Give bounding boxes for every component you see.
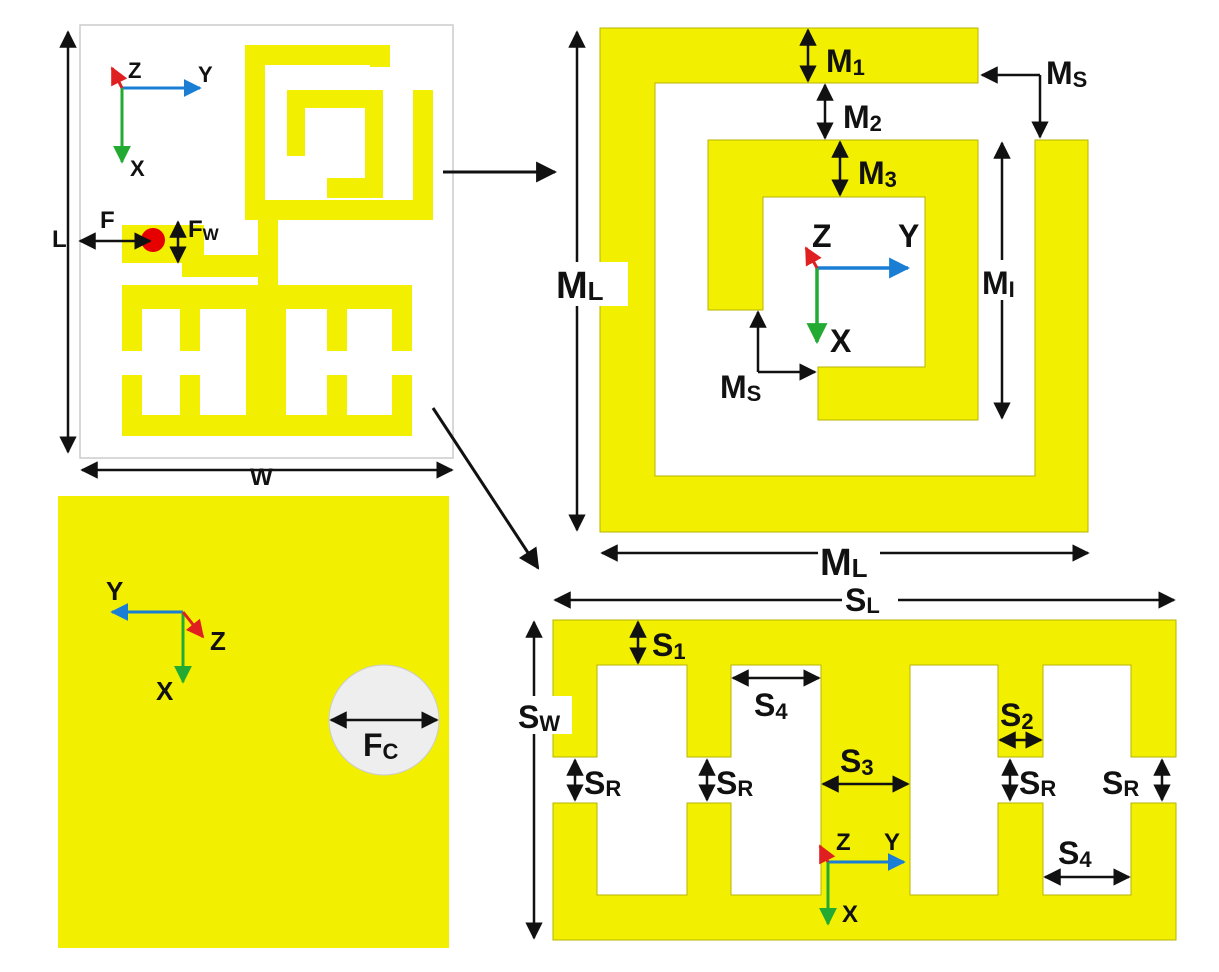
back-axis-y-label: Y	[106, 576, 123, 606]
meander-detail: Z Y X M1 M2 M3 MS MS ML ML MI	[556, 27, 1090, 584]
back-axes: Y Z X	[106, 576, 226, 706]
resonator-axis-x-label: X	[842, 901, 858, 928]
dim-sw-label: SW	[518, 699, 560, 736]
dim-s2-label: S2	[1000, 697, 1034, 734]
dim-sl-label-bg	[842, 582, 898, 614]
dim-ms-top-label: MS	[1046, 55, 1087, 92]
dim-l-label: L	[52, 226, 67, 253]
front-axis-y-label: Y	[198, 62, 213, 87]
meander-axis-z-label: Z	[812, 218, 832, 254]
front-view: Z Y X L W F FW	[52, 24, 454, 491]
front-axes: Z Y X	[110, 58, 213, 181]
dim-sr-2-label: SR	[716, 765, 753, 801]
meander-axis-y-label: Y	[898, 218, 919, 254]
resonator-shape	[552, 619, 1177, 941]
back-view: FC Y Z X	[58, 496, 449, 948]
dim-sr-4-label: SR	[1102, 765, 1139, 801]
meander-axis-x-label: X	[830, 323, 852, 359]
dim-s4-bottom-label: S4	[1058, 835, 1092, 872]
front-feed-line	[122, 220, 278, 290]
front-resonator-center-stem	[246, 285, 286, 436]
dim-mi-label-bg	[982, 260, 1034, 300]
dim-ml-bottom-label-bg	[818, 540, 880, 578]
connector-arrow-to-resonator	[431, 407, 540, 570]
dim-ml-left-label: ML	[556, 265, 604, 307]
front-axis-x-label: X	[130, 156, 145, 181]
resonator-detail: Z Y X SL SW S1 S4 S2 S3 SR SR SR SR	[516, 582, 1177, 941]
meander-axes: Z Y X	[804, 218, 919, 359]
dim-m2-label: M2	[843, 99, 882, 136]
dim-w-label: W	[250, 464, 273, 491]
front-meander-spiral	[245, 45, 433, 220]
dim-s3-label: S3	[840, 743, 874, 780]
front-resonator-left	[122, 285, 270, 436]
dim-m3-label: M3	[858, 155, 897, 192]
dim-fc-label: FC	[363, 727, 399, 764]
dim-s1-label: S1	[652, 627, 686, 664]
dim-ml-left-label-bg	[556, 262, 628, 306]
dim-mi-label: MI	[982, 265, 1015, 302]
dim-sr-1-label: SR	[584, 765, 621, 801]
dim-sw-label-bg	[516, 696, 572, 734]
resonator-axis-y-label: Y	[884, 829, 900, 856]
dim-ml-bottom-label: ML	[820, 542, 868, 584]
front-resonator-right	[262, 285, 412, 436]
dim-s4-top-label: S4	[754, 687, 788, 724]
front-axis-z-label: Z	[128, 58, 141, 83]
dim-f-label: F	[100, 207, 115, 234]
back-axis-z-label: Z	[210, 626, 226, 656]
dim-sl-label: SL	[845, 582, 880, 618]
resonator-axes: Z Y X	[818, 829, 906, 928]
dim-m1-label: M1	[826, 43, 865, 80]
dim-sr-3-label: SR	[1019, 765, 1056, 801]
dim-ms-inner-label: MS	[720, 369, 761, 406]
dim-fw-label: FW	[188, 216, 220, 244]
resonator-axis-z-label: Z	[836, 829, 851, 856]
back-axis-x-label: X	[156, 676, 174, 706]
